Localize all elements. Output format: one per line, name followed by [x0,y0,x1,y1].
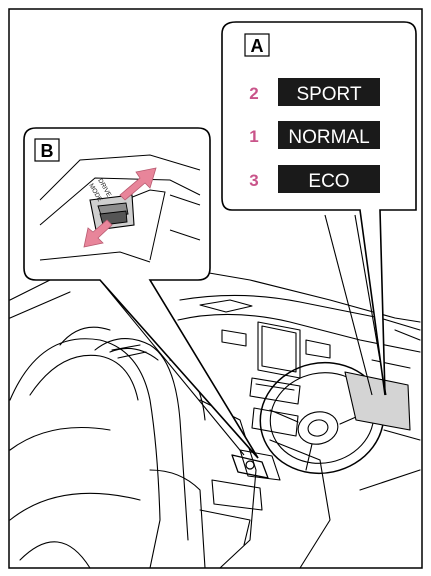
mode-number-sport: 2 [249,84,258,103]
mode-label-eco: ECO [308,171,349,192]
callout-a: A 2 SPORT 1 NORMAL 3 ECO [222,22,416,395]
callout-a-letter: A [251,36,264,56]
mode-label-sport: SPORT [296,84,362,105]
callout-b-letter: B [41,141,54,161]
mode-number-normal: 1 [249,127,258,146]
car-interior-drawing [10,262,420,568]
mode-number-eco: 3 [249,171,258,190]
mode-label-normal: NORMAL [288,127,369,148]
